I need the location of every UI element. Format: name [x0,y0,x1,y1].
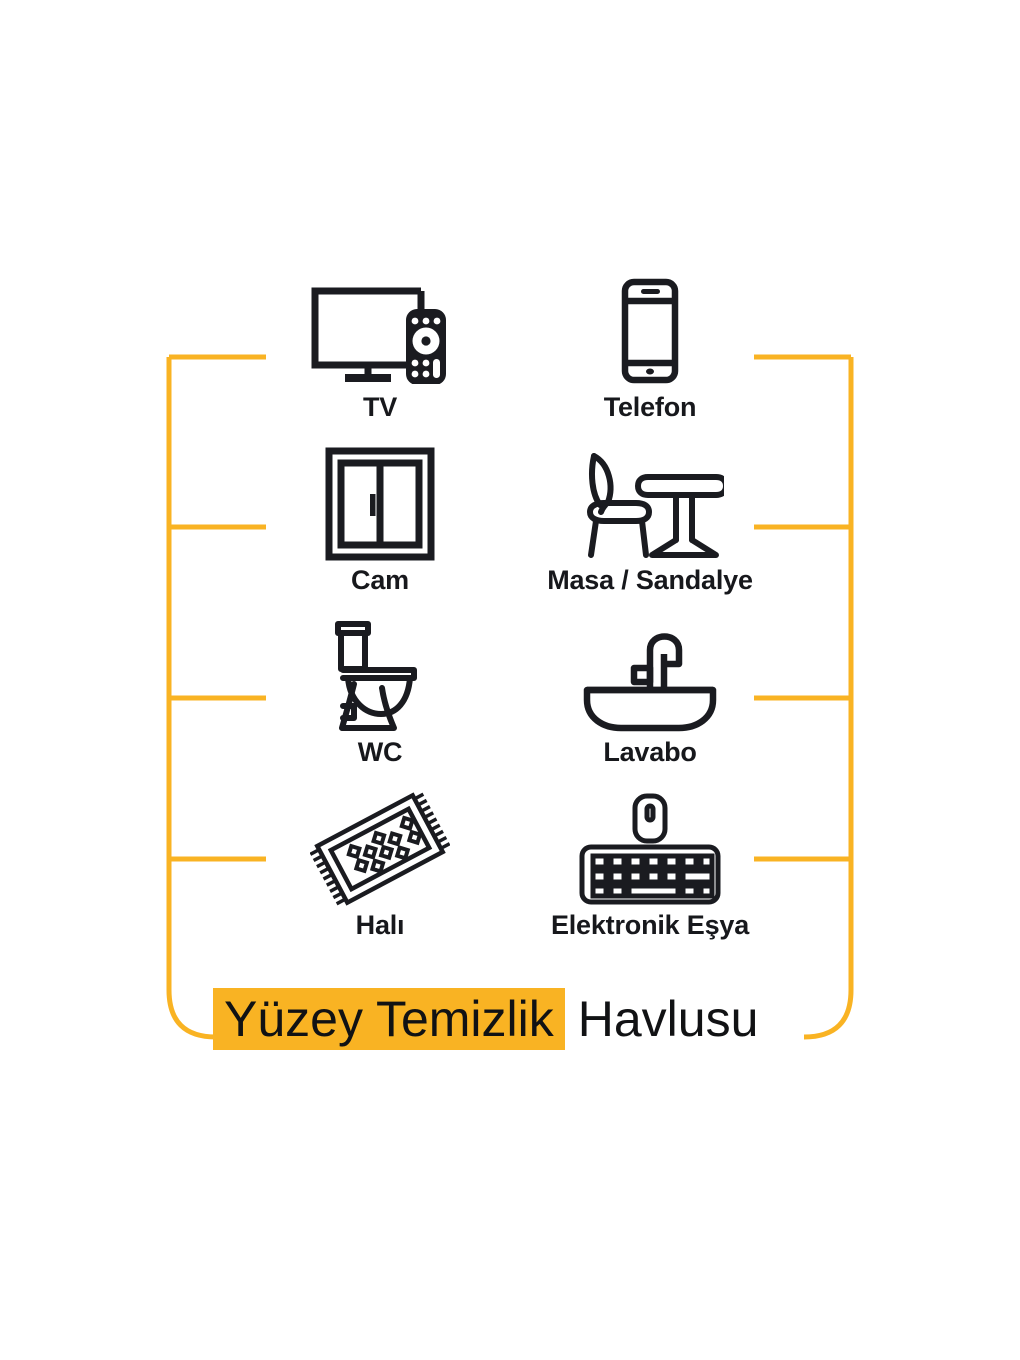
bracket-right-curve [803,989,854,1040]
grid-item-hali: Halı [245,790,515,963]
mouse-icon [632,793,668,843]
grid-item-masa-sandalye: Masa / Sandalye [515,445,785,618]
grid-item-telefon: Telefon [515,272,785,445]
bracket-left-curve [166,989,217,1040]
smartphone-icon [615,272,685,390]
rug-icon [310,790,450,908]
product-title-banner: Yüzey Temizlik Havlusu [213,988,758,1050]
remote-control-icon [406,308,446,384]
grid-item-tv: TV [245,272,515,445]
toilet-icon [328,617,432,735]
banner-plain-text: Havlusu [577,991,759,1047]
grid-item-label: Halı [355,909,405,940]
sink-icon [579,617,721,735]
grid-item-label: TV [362,392,398,422]
grid-item-cam: Cam [245,445,515,618]
keyboard-mouse-icon [577,790,723,908]
grid-item-label: Telefon [603,392,697,422]
table-chair-icon [576,445,724,563]
grid-item-label: Cam [351,564,409,595]
grid-item-label: Lavabo [603,737,697,767]
grid-item-elektronik-esya: Elektronik Eşya [515,790,785,963]
keyboard-icon [579,844,721,904]
grid-item-label: Elektronik Eşya [550,909,750,940]
feature-icon-grid: TV Telefon [245,272,785,962]
window-icon [324,445,436,563]
grid-item-label: WC [357,737,403,767]
grid-item-wc: WC [245,617,515,790]
banner-highlight-text: Yüzey Temizlik [213,988,565,1050]
tv-icon [305,272,455,390]
grid-item-lavabo: Lavabo [515,617,785,790]
grid-item-label: Masa / Sandalye [547,564,753,595]
